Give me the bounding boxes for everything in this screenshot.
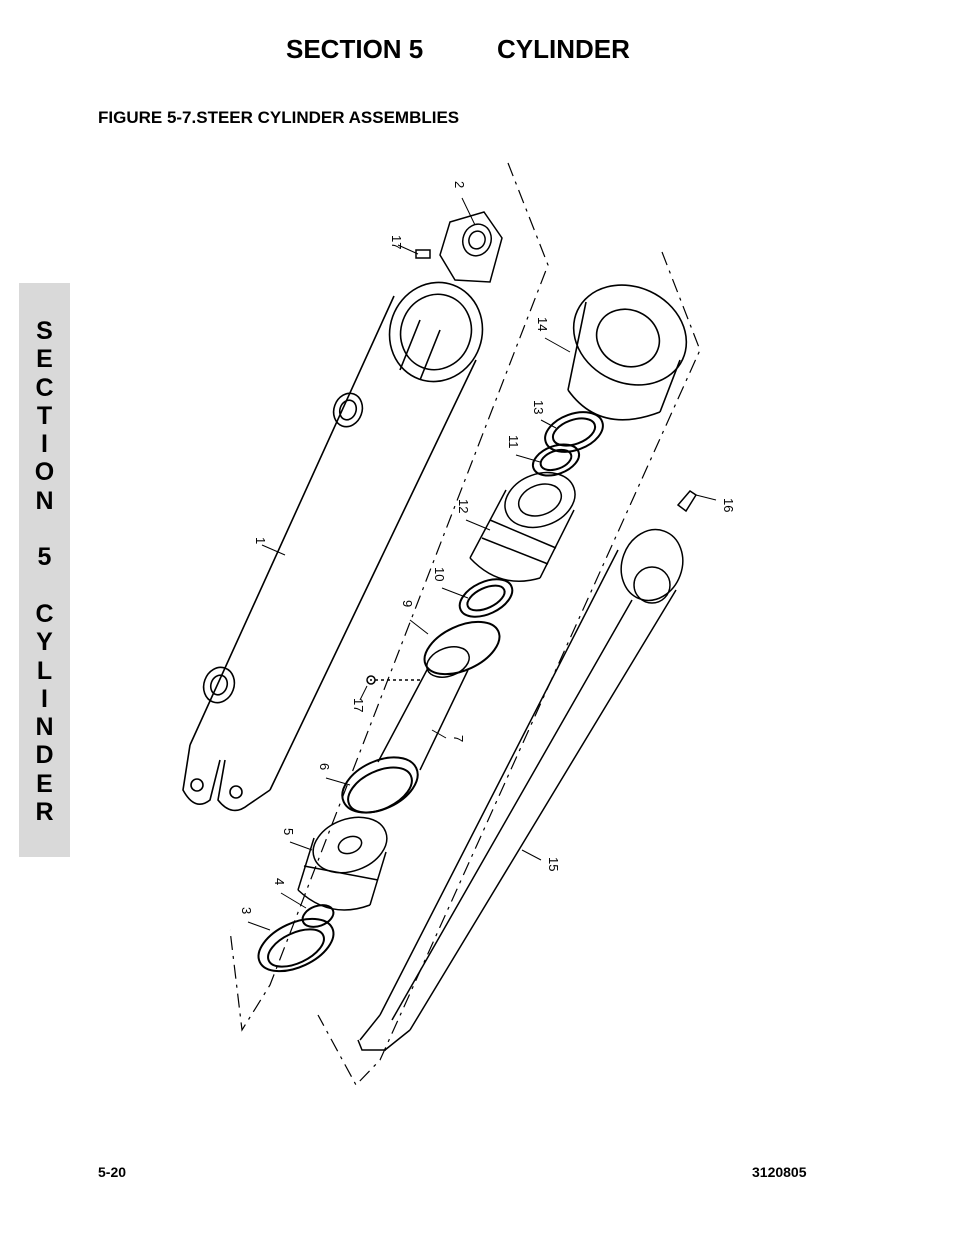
rod-gland xyxy=(297,816,388,911)
callout-11: 11 xyxy=(506,435,521,449)
side-tab-label: S E C T I O N 5 C Y L I N D E R xyxy=(34,317,55,827)
piston-rings xyxy=(423,578,514,676)
section-number: SECTION 5 xyxy=(286,34,424,64)
cylinder-head xyxy=(567,284,688,421)
callout-5: 5 xyxy=(281,828,296,835)
document-number: 3120805 xyxy=(752,1164,807,1180)
callout-17-top: 17 xyxy=(389,235,404,249)
piston-rod xyxy=(357,490,698,1051)
callout-1: 1 xyxy=(253,537,268,544)
callout-3: 3 xyxy=(239,907,254,914)
callout-6: 6 xyxy=(317,763,332,770)
callout-10: 10 xyxy=(432,567,447,581)
wear-ring xyxy=(341,756,419,814)
section-title: CYLINDER xyxy=(497,34,630,64)
rod-seals xyxy=(257,904,335,973)
figure-title: FIGURE 5-7.STEER CYLINDER ASSEMBLIES xyxy=(98,108,460,127)
fitting-nut xyxy=(415,211,503,283)
spacer-tube xyxy=(366,646,470,771)
callout-13: 13 xyxy=(531,400,546,414)
cylinder-barrel xyxy=(182,281,484,812)
callout-labels: 2 17 14 13 11 1 12 16 10 9 17 7 6 15 5 4… xyxy=(239,181,736,914)
callout-7: 7 xyxy=(451,735,466,742)
callout-16: 16 xyxy=(721,498,736,512)
page-number: 5-20 xyxy=(98,1164,127,1180)
callout-17-mid: 17 xyxy=(351,698,366,712)
page-header: SECTION 5 CYLINDER xyxy=(0,34,954,68)
callout-leaders xyxy=(247,197,717,931)
section-side-tab: S E C T I O N 5 C Y L I N D E R xyxy=(19,283,70,857)
callout-2: 2 xyxy=(452,181,467,188)
callout-12: 12 xyxy=(456,499,471,513)
callout-14: 14 xyxy=(535,317,550,331)
head-seals xyxy=(531,411,604,477)
callout-15: 15 xyxy=(546,857,561,871)
piston xyxy=(469,471,576,582)
callout-9: 9 xyxy=(400,600,415,607)
callout-4: 4 xyxy=(272,878,287,885)
assembly-boundary-lines xyxy=(229,162,701,1087)
